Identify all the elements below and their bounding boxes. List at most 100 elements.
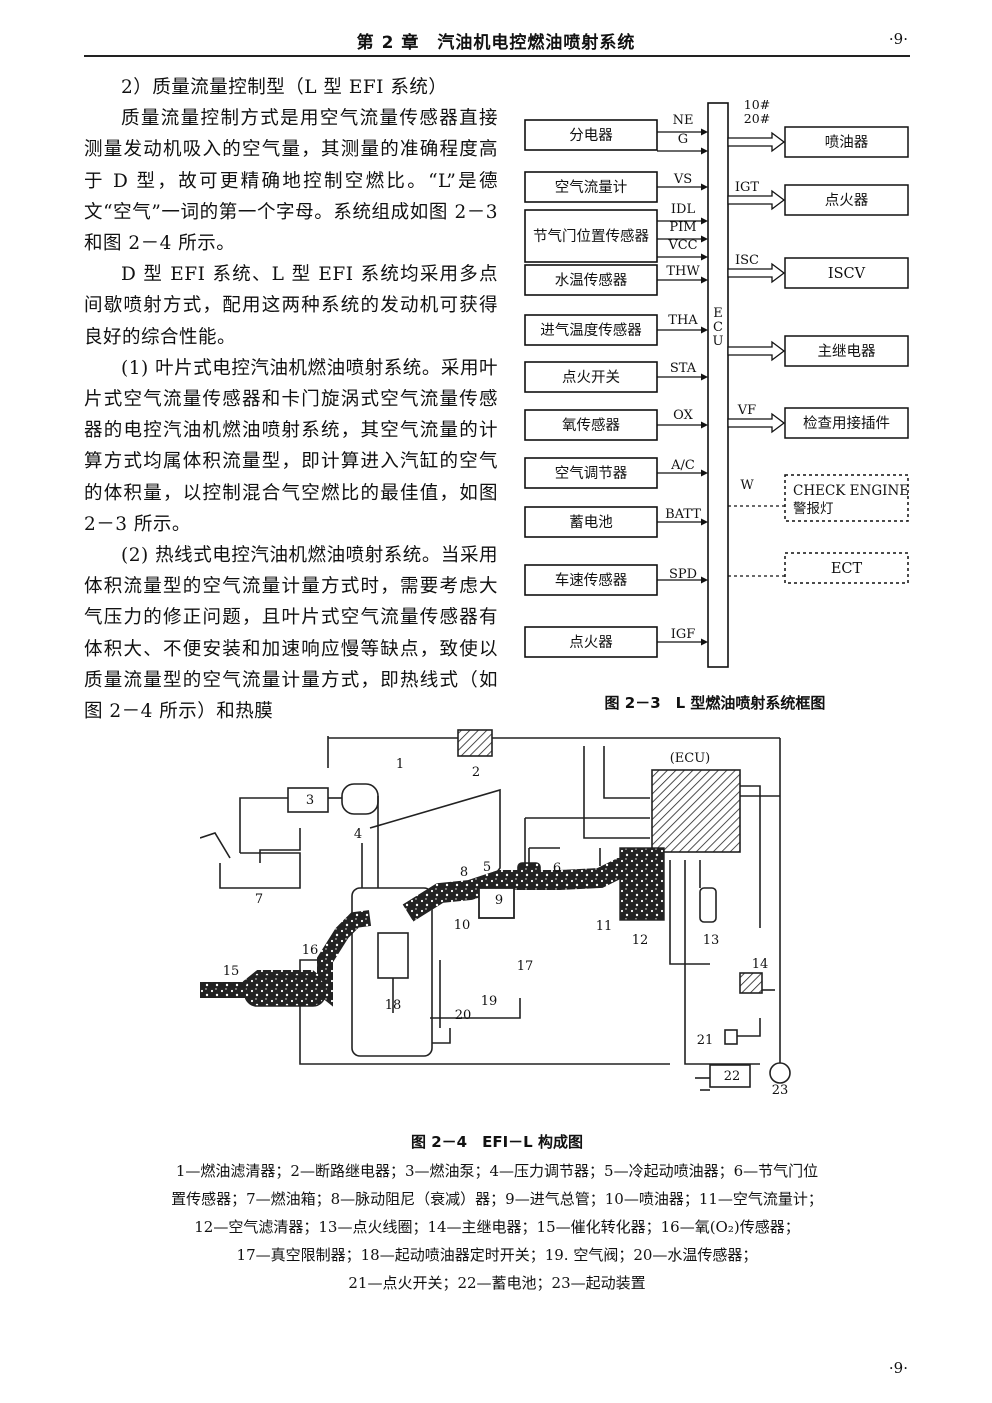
ecu-label: (ECU) (670, 751, 711, 766)
input-box (524, 506, 658, 538)
legend-line: 1—燃油滤清器；2—断路继电器；3—燃油泵；4—压力调节器；5—冷起动喷油器；6… (175, 1162, 819, 1180)
signal-label: BATT (665, 507, 701, 522)
ecu-bar (707, 102, 729, 668)
output-arrow (727, 340, 786, 362)
part-number: 9 (495, 893, 503, 908)
output-arrow (727, 412, 786, 434)
input-label: 节气门位置传感器 (533, 228, 649, 245)
input-label: 点火开关 (562, 369, 620, 386)
body-text: 2）质量流量控制型（L 型 EFI 系统） 质量流量控制方式是用空气流量传感器直… (84, 72, 498, 727)
part-number: 18 (385, 998, 402, 1013)
signal-label: W (740, 478, 754, 493)
output-arrow (727, 131, 786, 153)
fig24-legend: 1—燃油滤清器；2—断路继电器；3—燃油泵；4—压力调节器；5—冷起动喷油器；6… (84, 1157, 910, 1297)
input-label: 车速传感器 (555, 572, 628, 589)
output-box (784, 552, 909, 584)
part-number: 2 (472, 765, 480, 780)
output-label: ISCV (828, 266, 866, 282)
page-number-top: ·9· (888, 30, 908, 48)
part-number: 19 (481, 994, 498, 1009)
page-number-bottom: ·9· (888, 1359, 908, 1377)
output-box (784, 184, 909, 216)
part-number: 10 (454, 918, 471, 933)
part-number: 1 (396, 757, 404, 772)
arrow-head (701, 276, 708, 284)
paragraph: (2) 热线式电控汽油机燃油喷射系统。当采用体积流量型的空气流量计量方式时，需要… (84, 545, 498, 723)
input-box (524, 457, 658, 489)
signal-label: THW (666, 264, 700, 279)
input-box (524, 264, 658, 296)
signal-label: VCC (667, 238, 697, 253)
output-box (784, 474, 909, 522)
output-box (784, 126, 909, 158)
output-label: CHECK ENGINE 警报灯 (793, 483, 909, 517)
ecu-letter: E (713, 306, 723, 321)
arrow-head (701, 128, 708, 136)
part-number: 13 (703, 933, 720, 948)
signal-label: STA (670, 361, 697, 376)
signal-label: IGT (735, 180, 760, 195)
signal-label: IDL (671, 202, 696, 217)
arrow-head (701, 373, 708, 381)
output-arrow (727, 262, 786, 284)
part-number: 17 (517, 959, 534, 974)
part-number: 21 (697, 1033, 714, 1048)
fig24-caption: 图 2－4 EFI－L 构成图 (411, 1133, 583, 1151)
signal-label: G (678, 132, 688, 147)
output-label-line: 警报灯 (793, 501, 834, 517)
input-box (524, 409, 658, 441)
output-box (784, 335, 909, 367)
output-label: ECT (831, 561, 863, 577)
arrow-head (701, 518, 708, 526)
output-box (784, 257, 909, 289)
output-label: 检查用接插件 (803, 415, 890, 432)
arrow-head (701, 183, 708, 191)
part-number: 11 (596, 919, 613, 934)
output-label: 喷油器 (825, 134, 869, 151)
legend-line: 21—点火开关；22—蓄电池；23—起动装置 (348, 1274, 646, 1292)
legend-line: 17—真空限制器；18—起动喷油器定时开关；19. 空气阀；20—水温传感器； (236, 1246, 758, 1264)
paragraph: D 型 EFI 系统、L 型 EFI 系统均采用多点间歇喷射方式，配用这两种系统… (84, 264, 498, 348)
part-number: 6 (553, 861, 561, 876)
part-number: 14 (752, 957, 769, 972)
chapter-title: 第 2 章 汽油机电控燃油喷射系统 (356, 33, 636, 53)
input-box (524, 119, 658, 151)
fig23-caption: 图 2－3 L 型燃油喷射系统框图 (604, 694, 826, 712)
input-label: 进气温度传感器 (540, 322, 642, 339)
legend-line: 12—空气滤清器；13—点火线圈；14—主继电器；15—催化转化器；16—氧(O… (194, 1218, 800, 1236)
input-box (524, 314, 658, 346)
signal-label: THA (668, 313, 698, 328)
input-label: 蓄电池 (569, 514, 613, 531)
input-label: 空气流量计 (555, 179, 628, 196)
signal-label: ISC (735, 253, 759, 268)
output-label-line: CHECK ENGINE (793, 483, 909, 499)
arrow-head (701, 147, 708, 155)
signal-label: IGF (671, 627, 696, 642)
signal-label: VF (737, 403, 756, 418)
signal-label: SPD (669, 567, 697, 582)
input-box (524, 626, 658, 658)
paragraph: 2）质量流量控制型（L 型 EFI 系统） (121, 77, 448, 98)
part-number: 4 (354, 827, 362, 842)
part-number: 15 (223, 964, 240, 979)
arrow-head (701, 217, 708, 225)
part-number: 16 (302, 943, 319, 958)
fig23-diagram: ECU分电器NEG空气流量计VS节气门位置传感器IDLPIMVCC水温传感器TH… (524, 97, 909, 668)
signal-label: OX (673, 408, 693, 423)
part-number: 23 (772, 1083, 789, 1098)
header-rule (84, 55, 910, 57)
output-label: 点火器 (825, 192, 869, 209)
ecu-letter: U (713, 334, 724, 349)
input-box (524, 361, 658, 393)
input-label: 分电器 (569, 127, 613, 144)
signal-label: NE (673, 113, 694, 128)
input-label: 水温传感器 (555, 272, 628, 289)
legend-line: 置传感器；7—燃油箱；8—脉动阻尼（衰减）器；9—进气总管；10—喷油器；11—… (171, 1190, 823, 1208)
paragraph: 质量流量控制方式是用空气流量传感器直接测量发动机吸入的空气量，其测量的准确程度高… (84, 108, 498, 255)
signal-label: PIM (669, 220, 696, 235)
arrow-head (701, 253, 708, 261)
arrow-head (701, 421, 708, 429)
input-label: 点火器 (569, 634, 613, 651)
signal-label: VS (673, 172, 692, 187)
arrow-head (701, 576, 708, 584)
